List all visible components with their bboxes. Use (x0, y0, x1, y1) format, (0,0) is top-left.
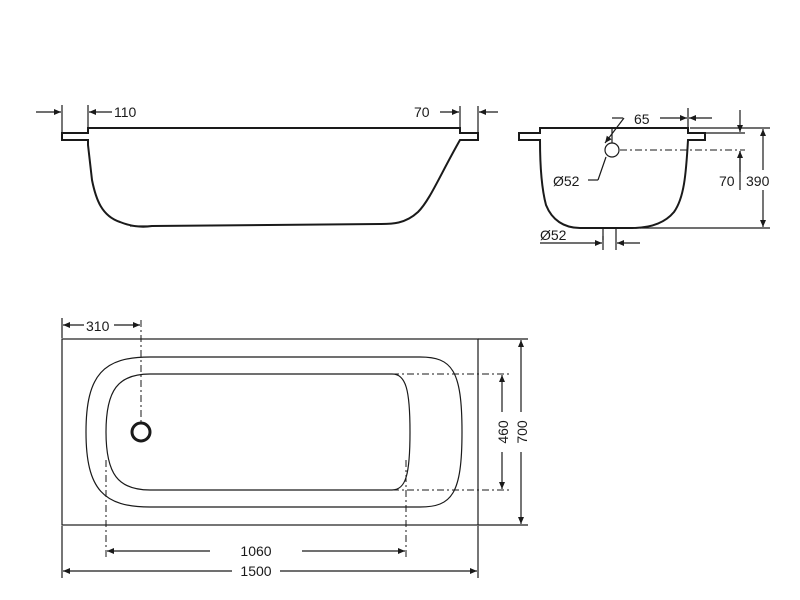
dim-overflow-offset-label: 65 (634, 111, 650, 127)
dim-drain-offset: 310 (61, 318, 140, 338)
end-view-outline (518, 127, 706, 229)
dim-drain-diameter-label: Ø52 (540, 227, 567, 243)
dim-right-rim-label: 70 (414, 104, 430, 120)
dim-left-rim: 110 (36, 104, 137, 132)
dim-inner-length: 1060 (105, 460, 407, 559)
top-view-outer-rim (61, 338, 479, 526)
dim-overflow-diameter: Ø52 (553, 156, 607, 189)
dim-outer-width: 700 (478, 338, 530, 526)
top-view: 310 460 700 1060 (61, 318, 530, 579)
side-view: 110 70 (36, 104, 498, 228)
dim-drain-diameter: Ø52 (540, 227, 640, 250)
dim-overflow-height-label: 70 (719, 173, 735, 189)
dim-inner-width-label: 460 (495, 420, 511, 444)
drain-hole-icon (130, 421, 152, 443)
dim-outer-length-label: 1500 (240, 563, 271, 579)
end-view: 65 Ø52 70 390 (518, 108, 770, 250)
top-view-basin-outer (85, 356, 463, 508)
dim-inner-length-label: 1060 (240, 543, 271, 559)
dim-drain-offset-label: 310 (86, 318, 110, 334)
dim-overflow-offset: 65 (604, 108, 712, 144)
dim-left-rim-label: 110 (114, 104, 137, 120)
side-view-outline (61, 127, 479, 228)
top-view-basin-inner (105, 373, 411, 491)
dim-inner-width: 460 (392, 373, 511, 491)
dim-total-height: 390 (640, 127, 770, 229)
dim-outer-width-label: 700 (514, 420, 530, 444)
dim-overflow-diameter-label: Ø52 (553, 173, 580, 189)
dim-right-rim: 70 (414, 104, 498, 132)
overflow-hole-icon (604, 142, 620, 158)
dim-outer-length: 1500 (61, 526, 479, 579)
dim-total-height-label: 390 (746, 173, 770, 189)
